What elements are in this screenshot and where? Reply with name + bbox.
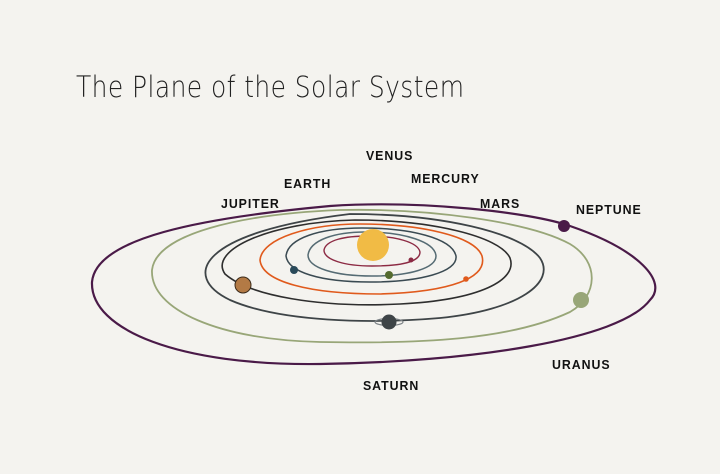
saturn-planet: [381, 314, 397, 330]
label-neptune: NEPTUNE: [576, 202, 642, 217]
uranus-planet: [573, 292, 589, 308]
saturn-orbit: [204, 213, 545, 322]
label-venus: VENUS: [366, 148, 414, 163]
mars-planet: [463, 276, 469, 282]
label-saturn: SATURN: [363, 378, 420, 393]
label-uranus: URANUS: [552, 357, 611, 372]
venus-orbit: [307, 231, 437, 277]
diagram-title: The Plane of the Solar System: [76, 70, 465, 104]
sun: [357, 229, 389, 261]
jupiter-orbit: [221, 219, 512, 306]
label-earth: EARTH: [284, 176, 332, 191]
mars-orbit: [259, 223, 484, 295]
venus-planet: [290, 266, 298, 274]
label-mars: MARS: [480, 196, 521, 211]
jupiter-planet: [234, 276, 252, 294]
neptune-orbit: [90, 203, 657, 366]
earth-planet: [385, 271, 393, 279]
uranus-orbit: [151, 208, 593, 344]
label-mercury: MERCURY: [411, 171, 480, 186]
mercury-planet: [408, 257, 414, 263]
mercury-orbit: [323, 235, 421, 267]
neptune-planet: [558, 220, 570, 232]
earth-orbit: [285, 227, 457, 283]
label-jupiter: JUPITER: [221, 196, 280, 211]
